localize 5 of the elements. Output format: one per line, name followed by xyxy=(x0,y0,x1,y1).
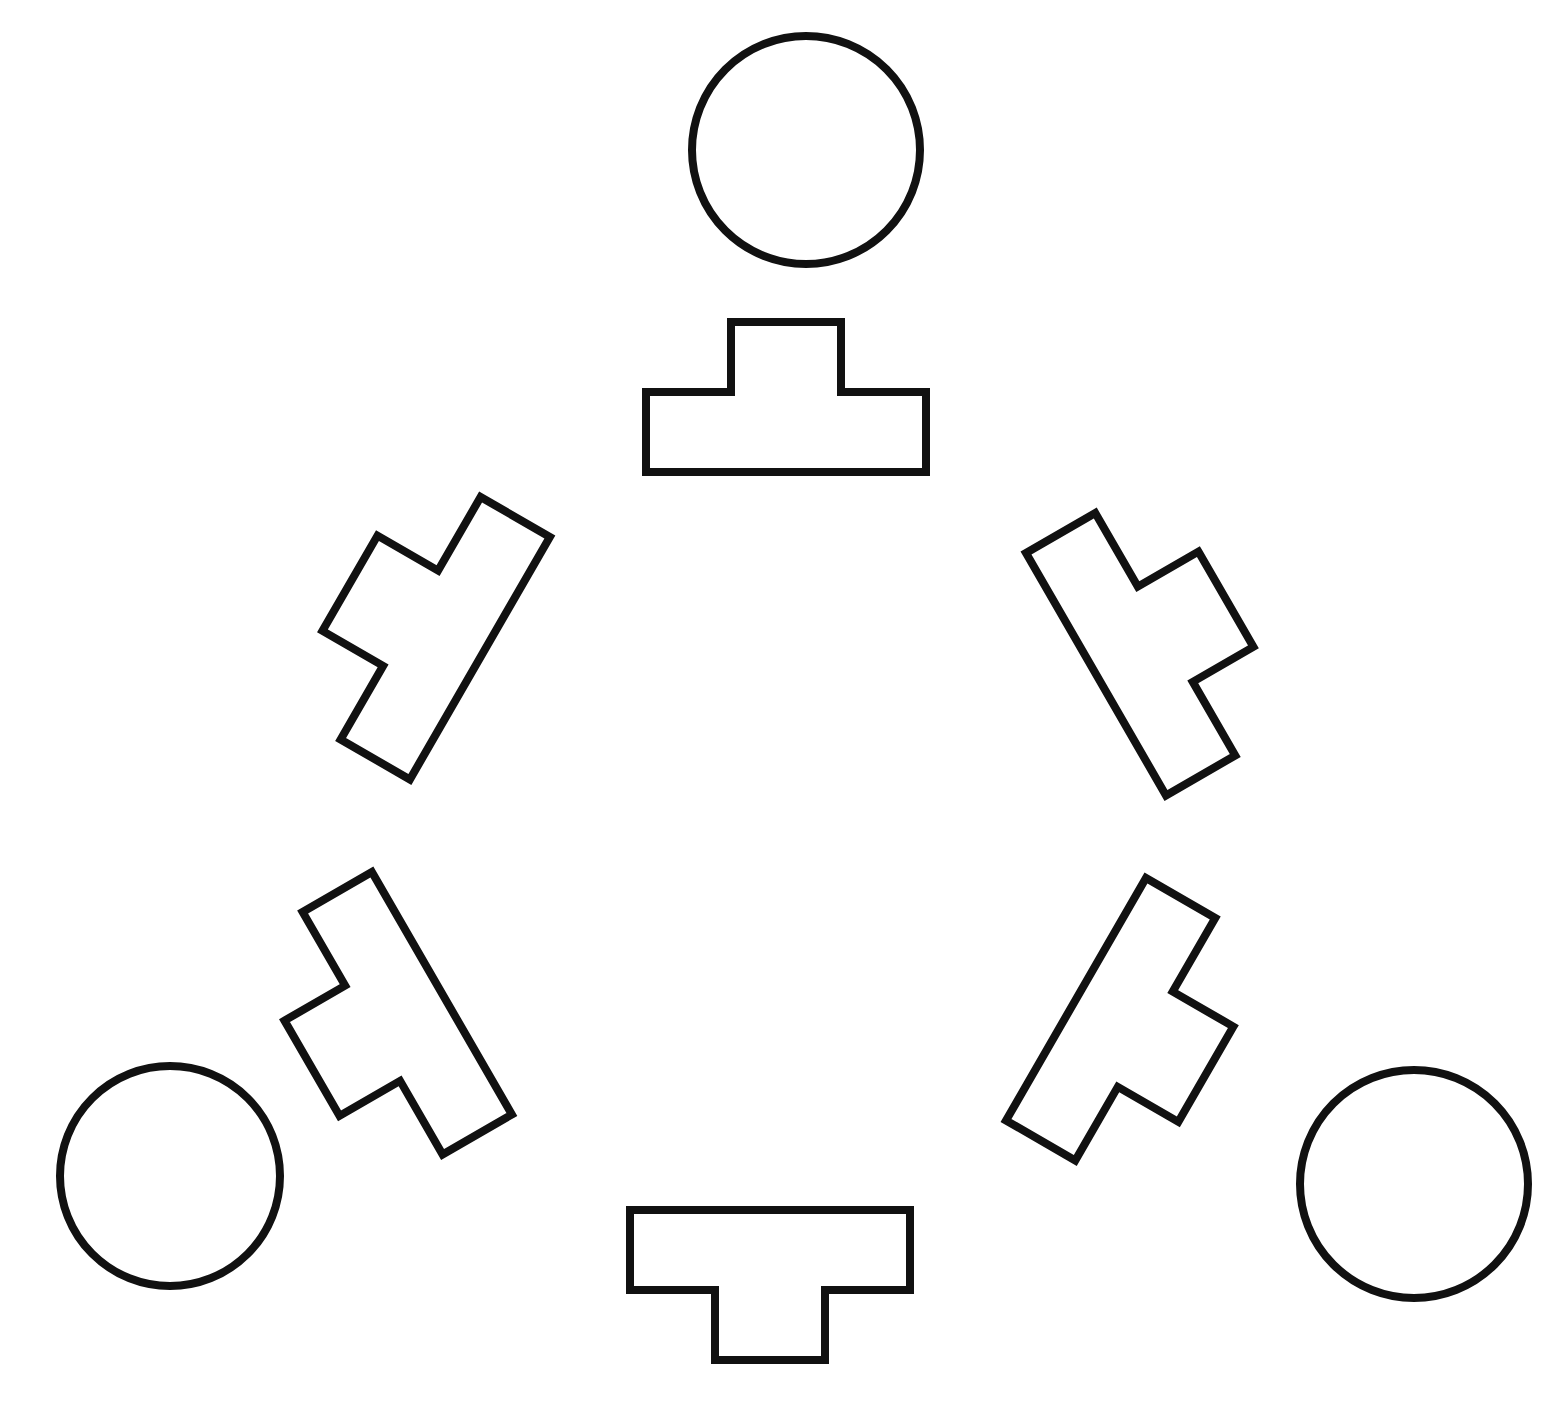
circle-outline xyxy=(688,32,924,268)
tee-shape-outline xyxy=(642,317,930,475)
circle-outline xyxy=(56,1062,284,1290)
circle-outline xyxy=(1296,1066,1532,1302)
tee-shape-outline xyxy=(626,1205,914,1363)
